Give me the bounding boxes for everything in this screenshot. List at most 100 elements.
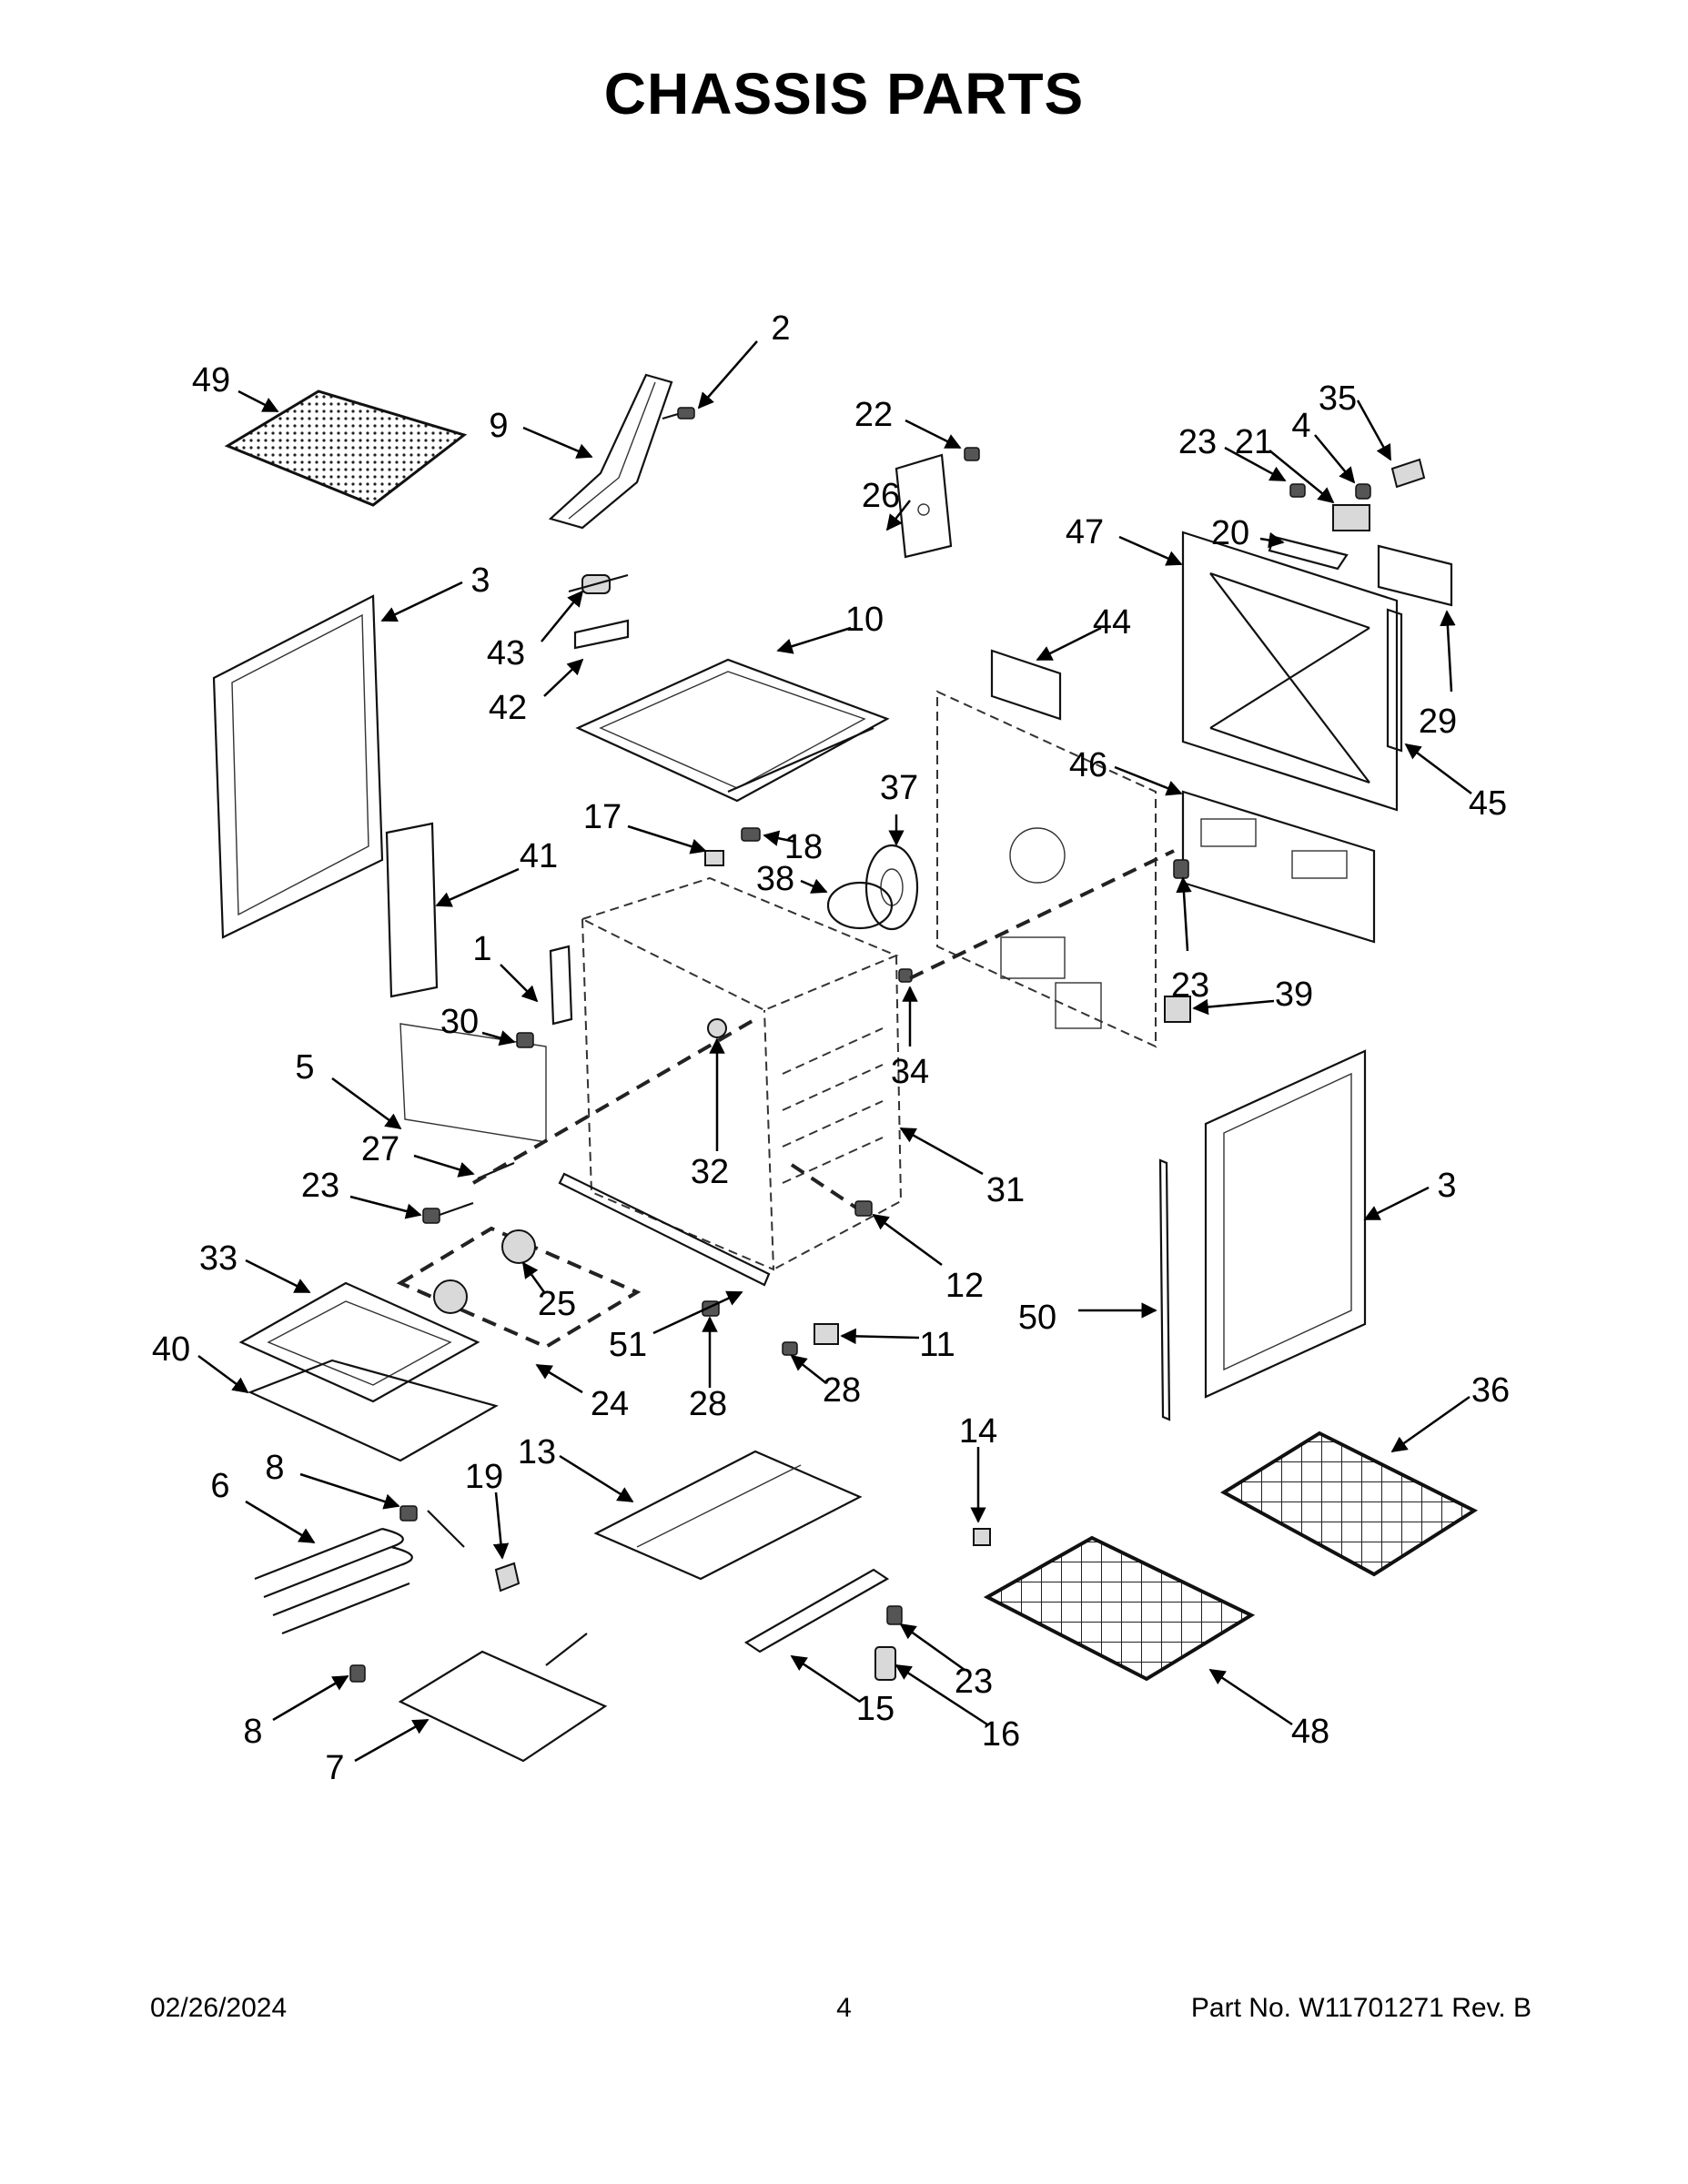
part-34-screw — [898, 968, 913, 983]
callout-arrow — [1208, 1668, 1293, 1726]
callout-number: 11 — [919, 1326, 955, 1364]
callout-arrow — [413, 1154, 475, 1178]
callout-number: 2 — [771, 309, 790, 348]
callout-arrow — [790, 1654, 861, 1704]
callout-number: 27 — [361, 1130, 399, 1168]
part-24-motor-mount — [433, 1279, 468, 1314]
callout-2: 2 — [697, 309, 791, 410]
callout-number: 39 — [1275, 976, 1313, 1014]
callout-41: 41 — [435, 837, 558, 907]
callout-12: 12 — [872, 1213, 984, 1305]
callout-number: 37 — [880, 769, 918, 807]
callout-number: 6 — [210, 1467, 229, 1505]
callout-28: 28 — [689, 1316, 727, 1423]
callout-40: 40 — [152, 1330, 249, 1394]
page-title: CHASSIS PARTS — [603, 61, 1085, 126]
part-35-clip — [1390, 458, 1426, 489]
callout-number: 4 — [1291, 407, 1310, 445]
callout-arrow — [245, 1259, 311, 1294]
callout-arrow — [1036, 626, 1102, 662]
callout-7: 7 — [325, 1718, 430, 1787]
callout-20: 20 — [1211, 514, 1285, 552]
callout-44: 44 — [1036, 603, 1131, 662]
callout-number: 23 — [1178, 423, 1217, 461]
part-9-vent-duct — [548, 373, 673, 530]
callout-number: 42 — [489, 689, 527, 727]
callout-43: 43 — [487, 590, 584, 672]
callout-arrow — [840, 1328, 920, 1345]
callout-23: 23 — [899, 1623, 993, 1701]
callout-arrow — [905, 419, 962, 450]
callout-number: 43 — [487, 634, 525, 672]
callout-arrow — [299, 1472, 400, 1510]
part-39-switch — [1164, 996, 1191, 1023]
part-1-hinge-bracket — [549, 945, 573, 1026]
callout-arrow — [1192, 998, 1275, 1016]
part-48-oven-rack — [983, 1535, 1256, 1682]
part-30-screw — [516, 1032, 534, 1048]
callout-arrow — [272, 1674, 349, 1722]
callout-number: 25 — [538, 1285, 576, 1323]
callout-arrow — [197, 1354, 249, 1394]
callout-35: 35 — [1319, 379, 1392, 461]
callout-39: 39 — [1192, 976, 1313, 1016]
callout-number: 34 — [891, 1053, 929, 1091]
part-23-screw-middle — [1173, 859, 1189, 879]
callout-number: 47 — [1066, 513, 1104, 551]
part-15-rail — [743, 1568, 890, 1653]
callout-13: 13 — [518, 1433, 634, 1503]
part-26-bracket — [895, 453, 953, 559]
callout-arrow — [895, 1663, 988, 1726]
callout-28: 28 — [790, 1354, 861, 1410]
callout-arrow — [349, 1195, 422, 1219]
callout-17: 17 — [583, 798, 707, 854]
part-28-screw-b — [782, 1341, 798, 1356]
callout-24: 24 — [535, 1363, 629, 1423]
part-16-leveling-leg — [874, 1646, 896, 1681]
callout-number: 12 — [945, 1267, 984, 1305]
callout-6: 6 — [210, 1467, 316, 1544]
part-50-door-gasket — [1158, 1158, 1171, 1421]
part-3-side-trim-frame-left — [212, 594, 384, 939]
callout-14: 14 — [959, 1412, 997, 1523]
callout-number: 21 — [1235, 423, 1273, 461]
part-8-screw-lower — [349, 1664, 366, 1683]
callout-26: 26 — [862, 477, 911, 531]
callout-number: 9 — [489, 407, 508, 445]
callout-arrow — [790, 1354, 827, 1384]
callout-number: 28 — [823, 1371, 861, 1410]
callout-number: 20 — [1211, 514, 1249, 552]
part-4-nut — [1355, 483, 1371, 500]
part-37-convection-fan — [864, 844, 919, 931]
callout-22: 22 — [854, 396, 962, 450]
footer-date: 02/26/2024 — [150, 1993, 288, 2023]
callout-arrow — [763, 830, 796, 846]
callout-arrow — [1356, 399, 1392, 461]
callout-34: 34 — [891, 986, 929, 1091]
part-19-bracket — [494, 1562, 521, 1592]
callout-38: 38 — [756, 860, 828, 898]
callout-arrow — [541, 590, 584, 642]
part-33-broil-pan — [238, 1281, 480, 1403]
callout-number: 32 — [691, 1153, 729, 1191]
part-18-screw — [741, 827, 761, 842]
callout-number: 13 — [518, 1433, 556, 1471]
callout-10: 10 — [776, 601, 884, 654]
part-51-trim-strip — [558, 1172, 771, 1287]
part-13-bottom-tray — [593, 1450, 863, 1581]
callout-49: 49 — [192, 361, 279, 413]
part-23-screw-bottom — [886, 1605, 903, 1625]
callout-number: 46 — [1069, 746, 1107, 784]
part-47-rear-panel-frame — [1181, 531, 1399, 812]
callout-arrow — [885, 500, 911, 531]
callout-arrow — [331, 1077, 402, 1130]
callout-18: 18 — [763, 828, 823, 866]
callout-number: 49 — [192, 361, 230, 399]
callout-number: 22 — [854, 396, 893, 434]
callout-31: 31 — [899, 1127, 1025, 1209]
callout-arrow — [697, 340, 758, 410]
callout-number: 7 — [325, 1749, 344, 1787]
callout-number: 44 — [1093, 603, 1131, 642]
callout-arrow — [492, 1491, 510, 1560]
